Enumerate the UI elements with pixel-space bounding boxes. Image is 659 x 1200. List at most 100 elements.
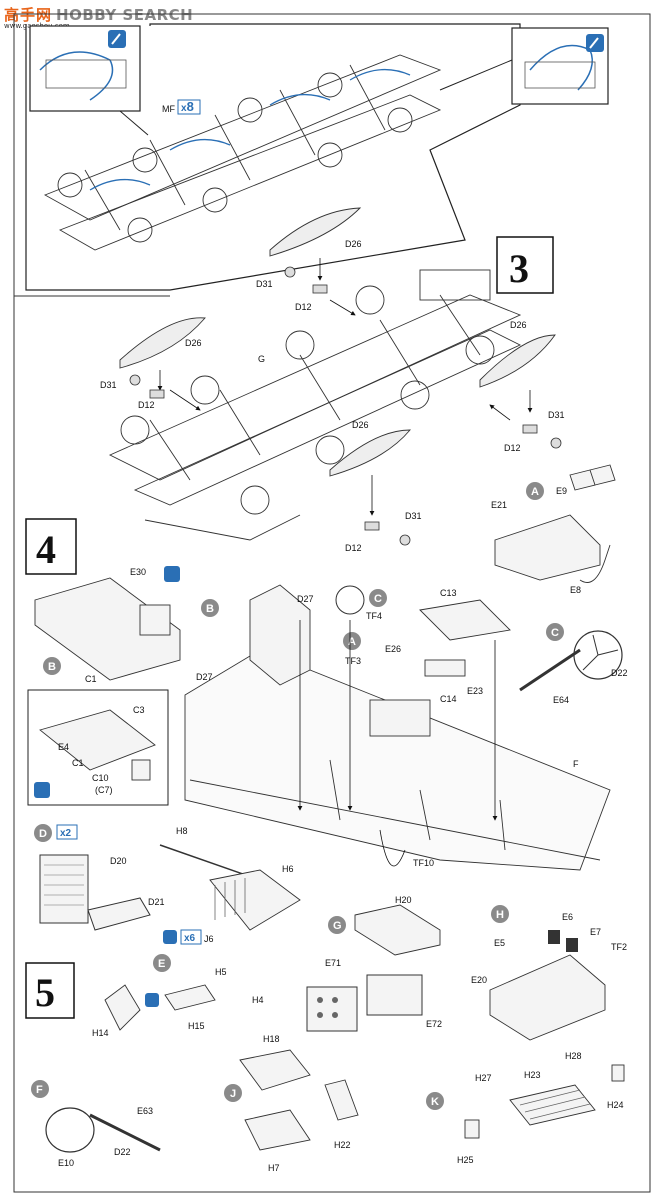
label-e5: E5 [494, 938, 505, 948]
label-d26-b: D26 [185, 338, 202, 348]
label-j6: J6 [204, 934, 214, 944]
step-4-box [25, 518, 77, 575]
badge-e: E [158, 958, 165, 970]
label-h24: H24 [607, 1100, 624, 1110]
label-d31-a: D31 [256, 279, 273, 289]
badge-b-main: B [206, 603, 214, 615]
badge-c-circle-2 [546, 623, 564, 641]
badge-f: F [36, 1084, 43, 1096]
badge-g-circle [328, 916, 346, 934]
label-e30: E30 [130, 567, 146, 577]
label-d12-d: D12 [345, 543, 362, 553]
label-e20: E20 [471, 975, 487, 985]
label-d27-a: D27 [297, 594, 314, 604]
leaf-spring-bottom [329, 429, 411, 477]
badge-a-main: A [348, 636, 356, 648]
label-f: F [573, 759, 579, 769]
label-e72: E72 [426, 1019, 442, 1029]
label-c1-a: C1 [85, 674, 97, 684]
step-3-number: 3 [509, 246, 529, 291]
label-c13: C13 [440, 588, 457, 598]
page-border [13, 13, 651, 1193]
label-e8: E8 [570, 585, 581, 595]
badge-k-circle [426, 1092, 444, 1110]
label-e71: E71 [325, 958, 341, 968]
mf-mult-n: 8 [187, 99, 194, 114]
brush-icon [34, 782, 50, 798]
label-d31-c: D31 [548, 410, 565, 420]
label-d31-b: D31 [100, 380, 117, 390]
badge-d-circle [34, 824, 52, 842]
label-e4: E4 [58, 742, 69, 752]
badge-d: D [39, 828, 47, 840]
label-d21: D21 [148, 897, 165, 907]
mf-multiplier: x8 [181, 99, 194, 114]
label-d22-a: D22 [611, 668, 628, 678]
label-h28: H28 [565, 1051, 582, 1061]
d-multiplier: x2 [60, 828, 72, 839]
label-e64: E64 [553, 695, 569, 705]
label-h4: H4 [252, 995, 264, 1005]
step5-section: 5 D x2 D20 D21 H8 H6 x6 J6 E H5 H4 H15 H… [25, 824, 627, 1173]
step3-section: MF x8 3 [25, 23, 609, 553]
step4-section: 4 A E21 E9 E8 E30 C1 B C3 E4 C1 C10 [25, 464, 628, 871]
step-5-number: 5 [35, 970, 55, 1015]
label-e21: E21 [491, 500, 507, 510]
badge-h-circle [491, 905, 509, 923]
label-e26: E26 [385, 644, 401, 654]
label-h18: H18 [263, 1034, 280, 1044]
label-d26-a: D26 [345, 239, 362, 249]
badge-j-circle [224, 1084, 242, 1102]
label-h15: H15 [188, 1021, 205, 1031]
label-h6: H6 [282, 864, 294, 874]
label-d20: D20 [110, 856, 127, 866]
label-e6: E6 [562, 912, 573, 922]
label-tf3: TF3 [345, 656, 361, 666]
badge-e-circle [153, 954, 171, 972]
label-c10: C10 [92, 773, 109, 783]
label-d12-a: D12 [295, 302, 312, 312]
badge-c-right: C [551, 627, 559, 639]
label-h14: H14 [92, 1028, 109, 1038]
inset-frame [25, 23, 521, 291]
label-e7: E7 [590, 927, 601, 937]
label-h27: H27 [475, 1073, 492, 1083]
label-g: G [258, 354, 265, 364]
glue-icon [145, 993, 159, 1007]
leaf-spring-top [269, 207, 362, 257]
label-tf2: TF2 [611, 942, 627, 952]
badge-a-circle [526, 482, 544, 500]
leaf-spring-left [119, 317, 206, 369]
label-tf4: TF4 [366, 611, 382, 621]
mf-mult-x: x [181, 103, 187, 114]
label-d26-c: D26 [510, 320, 527, 330]
badge-a: A [531, 486, 539, 498]
badge-a-circle-2 [343, 632, 361, 650]
leaf-spring-right [479, 334, 556, 388]
label-e9: E9 [556, 486, 567, 496]
badge-f-circle [31, 1080, 49, 1098]
j6-multiplier: x6 [184, 933, 196, 944]
label-d26-d: D26 [352, 420, 369, 430]
steering-wheel-f [45, 1107, 95, 1153]
label-mf: MF [162, 104, 175, 114]
label-h7: H7 [268, 1163, 280, 1173]
label-d22-b: D22 [114, 1147, 131, 1157]
label-h23: H23 [524, 1070, 541, 1080]
label-h22: H22 [334, 1140, 351, 1150]
watermark-brand: HOBBY SEARCH [56, 6, 194, 24]
badge-k: K [431, 1096, 439, 1108]
label-d27-b: D27 [196, 672, 213, 682]
label-e10: E10 [58, 1158, 74, 1168]
step-5-box [25, 962, 75, 1019]
badge-b-circle-2 [201, 599, 219, 617]
label-c1-b: C1 [72, 758, 84, 768]
seat-back [39, 854, 89, 924]
label-h5: H5 [215, 967, 227, 977]
badge-b-circle [43, 657, 61, 675]
step-4-number: 4 [36, 527, 56, 572]
label-c7: (C7) [95, 785, 113, 795]
label-c3: C3 [133, 705, 145, 715]
label-d12-b: D12 [138, 400, 155, 410]
